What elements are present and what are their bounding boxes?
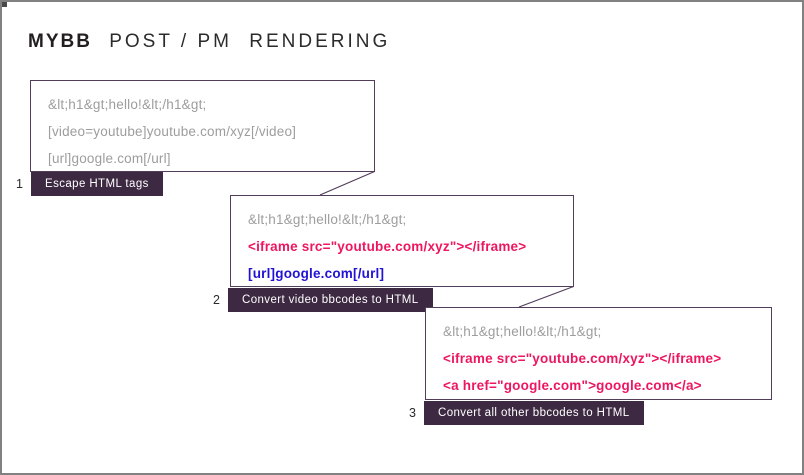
- title-subject-2: RENDERING: [249, 31, 391, 52]
- step-1-label-badge: Escape HTML tags: [31, 172, 163, 196]
- code-line: [video=youtube]youtube.com/xyz[/video]: [48, 124, 297, 139]
- step-1-footer: 1 Escape HTML tags: [8, 172, 163, 196]
- title-subject: POST / PM: [109, 31, 232, 52]
- step-3-label-badge: Convert all other bbcodes to HTML: [424, 401, 644, 425]
- code-line: [url]google.com[/url]: [248, 266, 385, 281]
- code-line: &lt;h1&gt;hello!&lt;/h1&gt;: [48, 97, 207, 112]
- code-line: <iframe src="youtube.com/xyz"></iframe>: [443, 351, 722, 366]
- code-line: <a href="google.com">google.com</a>: [443, 378, 702, 393]
- step-3-code-box: &lt;h1&gt;hello!&lt;/h1&gt; <iframe src=…: [425, 307, 772, 400]
- code-line: [url]google.com[/url]: [48, 151, 171, 166]
- step-3-number: 3: [409, 406, 416, 420]
- step-1-number: 1: [16, 177, 23, 191]
- step-2-code-box: &lt;h1&gt;hello!&lt;/h1&gt; <iframe src=…: [230, 195, 574, 287]
- step-3-footer: 3 Convert all other bbcodes to HTML: [401, 401, 644, 425]
- step-2-footer: 2 Convert video bbcodes to HTML: [205, 288, 433, 312]
- step-2-label-badge: Convert video bbcodes to HTML: [228, 288, 433, 312]
- connector-line-1: [319, 170, 375, 196]
- corner-mark: [2, 2, 7, 7]
- step-1-code-box: &lt;h1&gt;hello!&lt;/h1&gt; [video=youtu…: [30, 80, 375, 172]
- code-line: <iframe src="youtube.com/xyz"></iframe>: [248, 239, 527, 254]
- connector-line-2: [518, 285, 574, 308]
- code-line: &lt;h1&gt;hello!&lt;/h1&gt;: [443, 324, 602, 339]
- page-title: MYBB POST / PM RENDERING: [28, 31, 402, 53]
- code-line: &lt;h1&gt;hello!&lt;/h1&gt;: [248, 212, 407, 227]
- title-brand: MYBB: [28, 31, 92, 52]
- step-2-number: 2: [213, 293, 220, 307]
